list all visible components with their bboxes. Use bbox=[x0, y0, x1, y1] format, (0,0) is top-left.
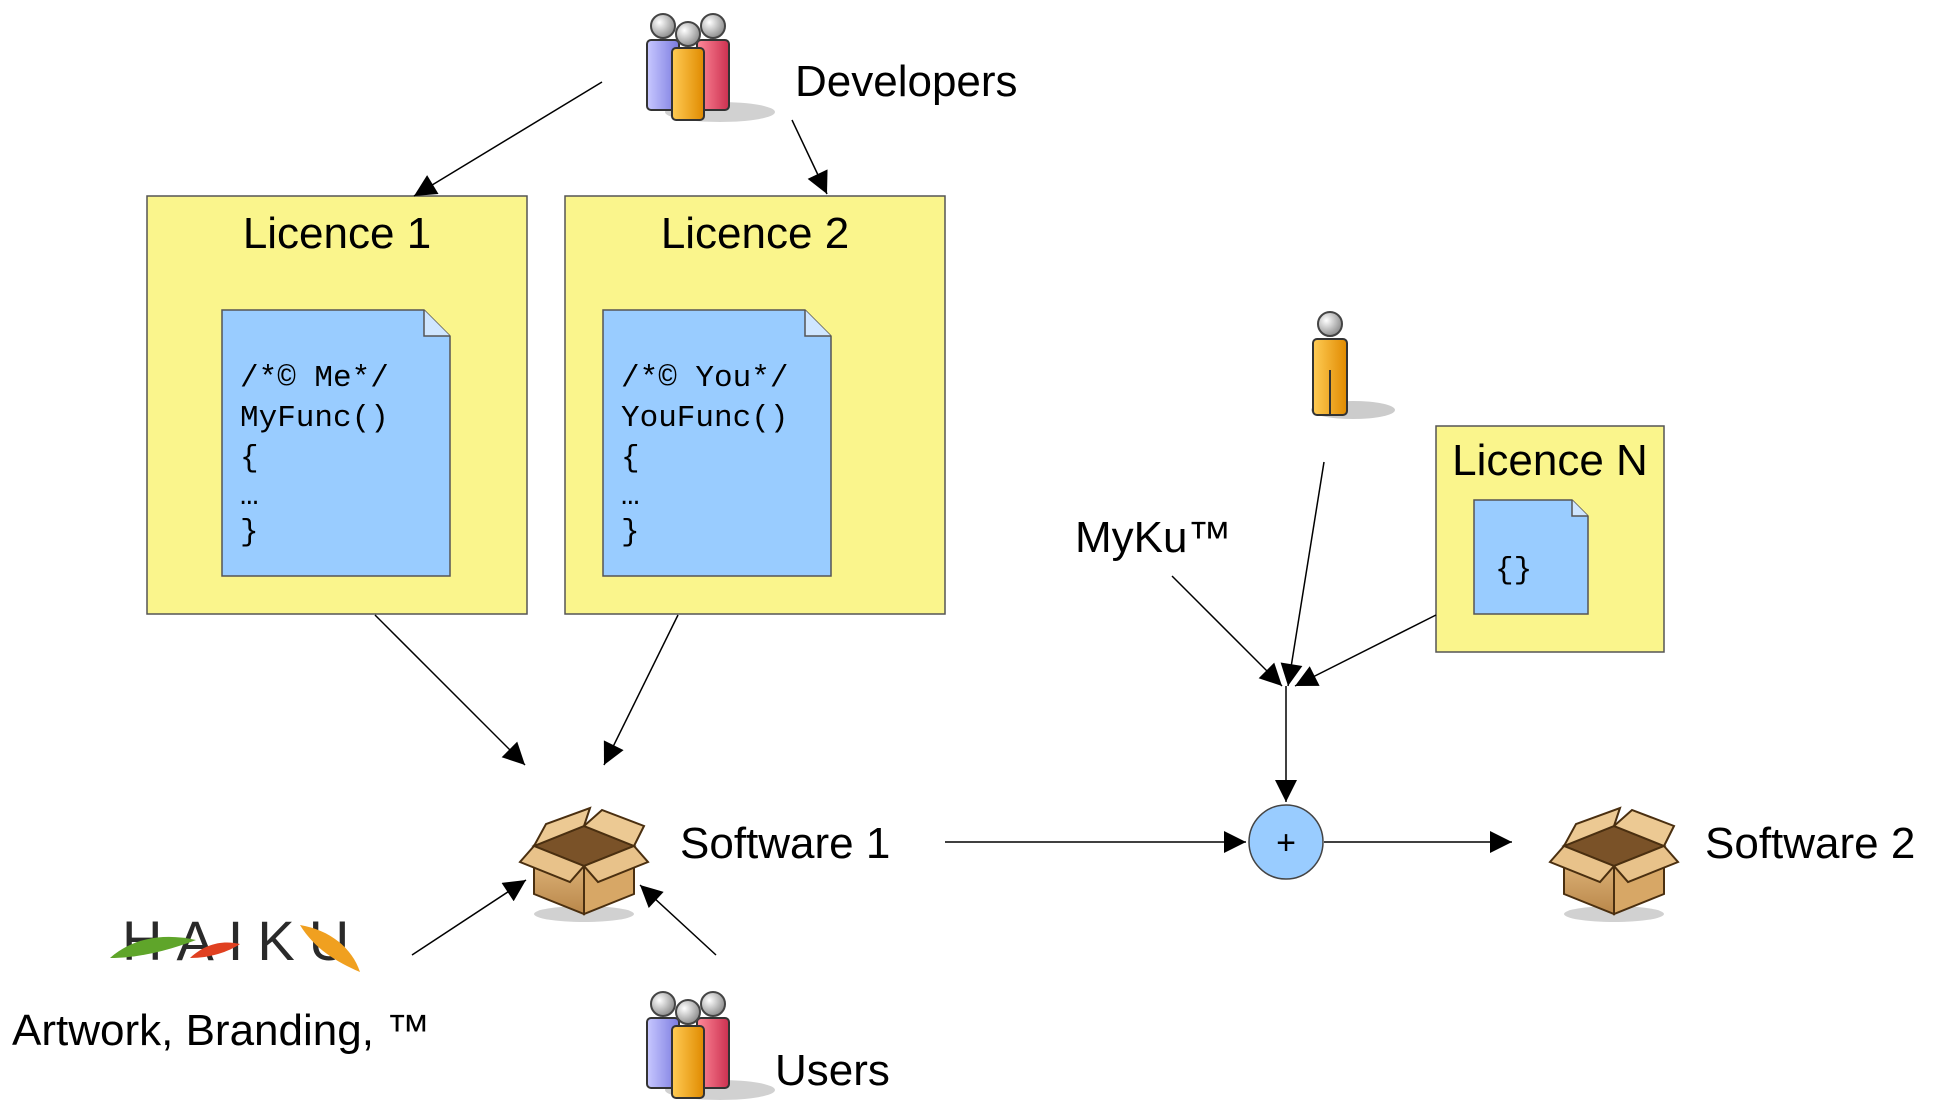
licence-1-document-icon bbox=[221, 309, 451, 577]
arrow-licence-2-to-software-1 bbox=[603, 614, 679, 766]
arrow-licence-1-to-software-1 bbox=[374, 614, 526, 766]
licence-2-document-icon bbox=[602, 309, 832, 577]
connectors bbox=[374, 81, 1512, 956]
myku-label: MyKu™ bbox=[1075, 513, 1231, 562]
arrow-developers-to-licence-2 bbox=[791, 119, 828, 195]
licence-2-code: /*© You*/ YouFunc() { … } bbox=[621, 361, 807, 550]
arrow-haiku-to-software-1 bbox=[411, 879, 527, 956]
licence-1-title: Licence 1 bbox=[243, 209, 431, 258]
software-1-package-icon bbox=[518, 806, 650, 922]
arrow-developers-to-licence-1 bbox=[413, 81, 603, 197]
developers-label: Developers bbox=[795, 57, 1018, 106]
software-1-label: Software 1 bbox=[680, 819, 890, 868]
users-label: Users bbox=[775, 1046, 890, 1095]
licence-n-document-icon bbox=[1473, 499, 1589, 615]
combine-plus-symbol: + bbox=[1276, 824, 1296, 862]
users-people-icon bbox=[646, 991, 775, 1100]
licence-n-box: Licence N {} bbox=[1435, 425, 1665, 653]
combine-node: + bbox=[1248, 804, 1324, 880]
licence-n-code: {} bbox=[1495, 553, 1532, 588]
haiku-logo: HAIKU bbox=[110, 909, 360, 972]
software-2-label: Software 2 bbox=[1705, 819, 1915, 868]
arrow-person-to-merge bbox=[1280, 461, 1325, 687]
arrow-myku-to-merge bbox=[1171, 575, 1283, 687]
haiku-leaf-green-icon bbox=[110, 936, 196, 958]
licence-2-box: Licence 2 /*© You*/ YouFunc() { … } bbox=[564, 195, 946, 615]
arrow-licence-n-to-merge bbox=[1294, 614, 1437, 687]
developers-people-icon bbox=[646, 13, 775, 122]
haiku-leaf-red-icon bbox=[190, 942, 240, 958]
licence-n-title: Licence N bbox=[1452, 436, 1648, 485]
licence-1-code: /*© Me*/ MyFunc() { … } bbox=[240, 361, 407, 550]
person-icon bbox=[1311, 311, 1395, 419]
artwork-label: Artwork, Branding, ™ bbox=[12, 1006, 430, 1055]
arrow-users-to-software-1 bbox=[639, 884, 717, 956]
licence-1-box: Licence 1 /*© Me*/ MyFunc() { … } bbox=[146, 195, 528, 615]
licence-2-title: Licence 2 bbox=[661, 209, 849, 258]
haiku-leaf-orange-icon bbox=[300, 925, 360, 972]
software-2-package-icon bbox=[1548, 806, 1680, 922]
